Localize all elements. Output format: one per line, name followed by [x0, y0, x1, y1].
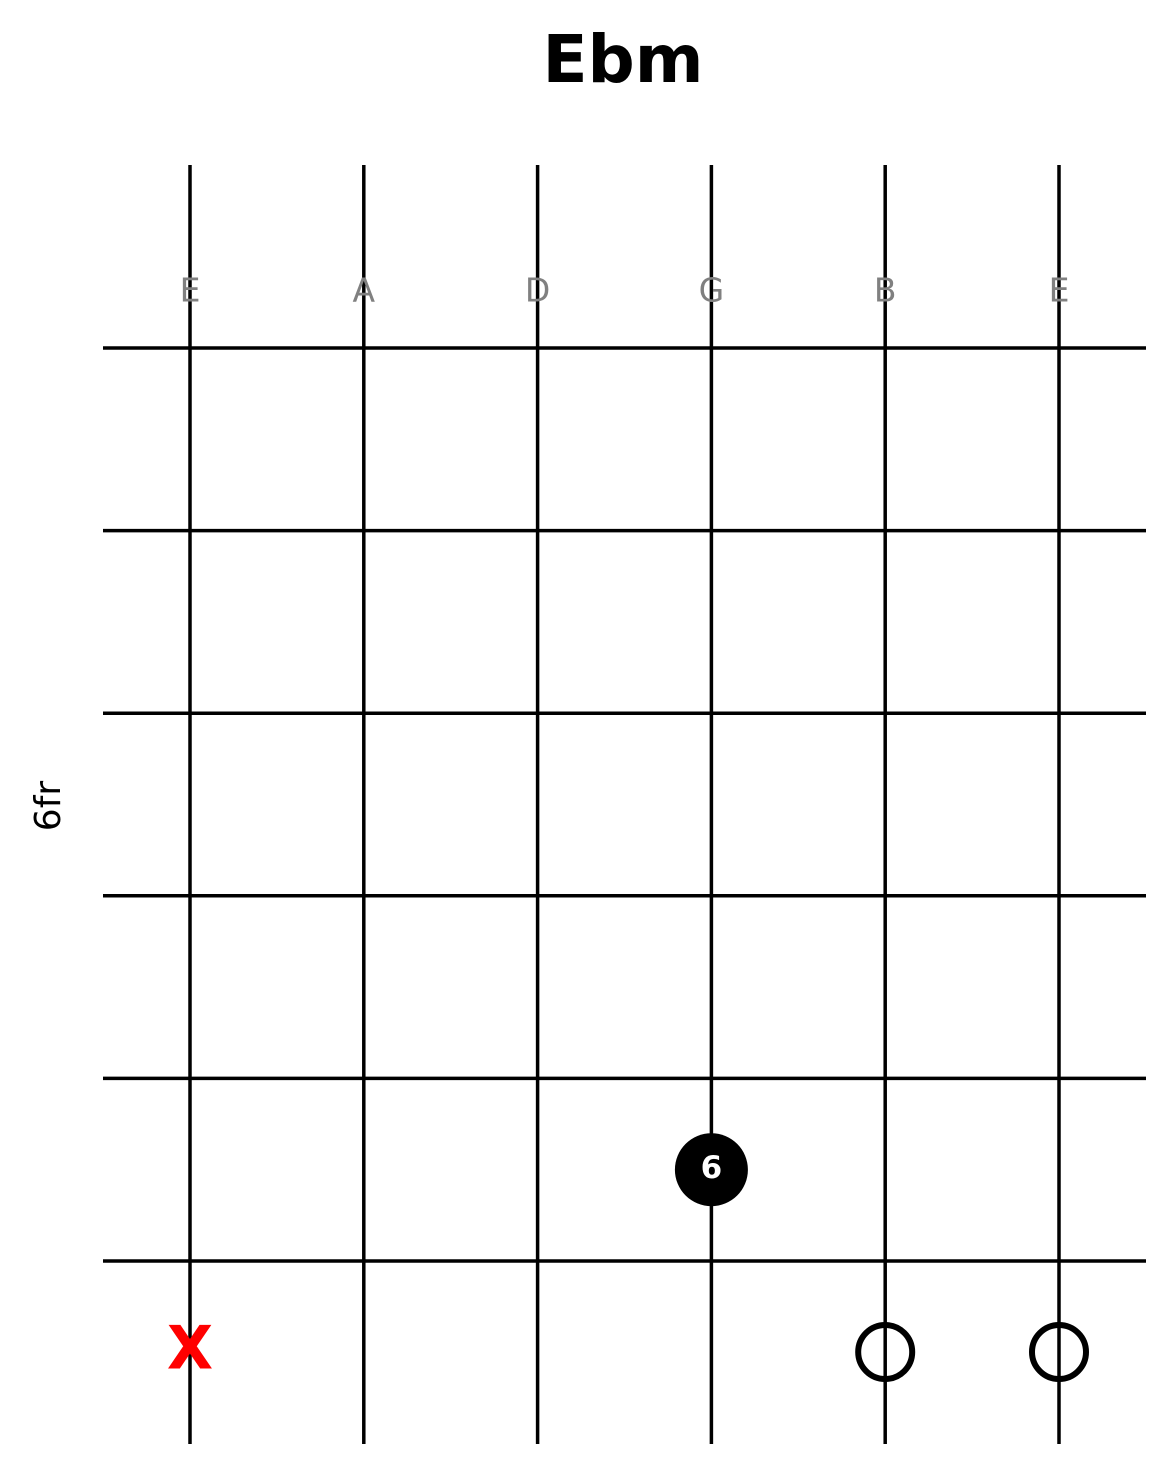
open-string-marker [855, 1322, 916, 1382]
string-label: E [180, 271, 201, 310]
string-label: D [525, 271, 550, 310]
string-label: G [699, 271, 725, 310]
fret-lines [103, 346, 1146, 1263]
start-fret-label: 6fr [28, 781, 69, 832]
string-lines [188, 165, 1061, 1444]
muted-string-marker: X [167, 1314, 213, 1384]
open-string-marker [1029, 1322, 1089, 1382]
string-label: A [353, 271, 376, 310]
string-label: E [1049, 271, 1070, 310]
finger-dots: 6 [674, 1133, 748, 1207]
string-markers: X [167, 1314, 1089, 1384]
string-label: B [874, 271, 897, 310]
finger-dot [674, 1133, 748, 1207]
finger-number-label: 6 [701, 1150, 723, 1186]
chord-title: Ebm [542, 21, 703, 98]
